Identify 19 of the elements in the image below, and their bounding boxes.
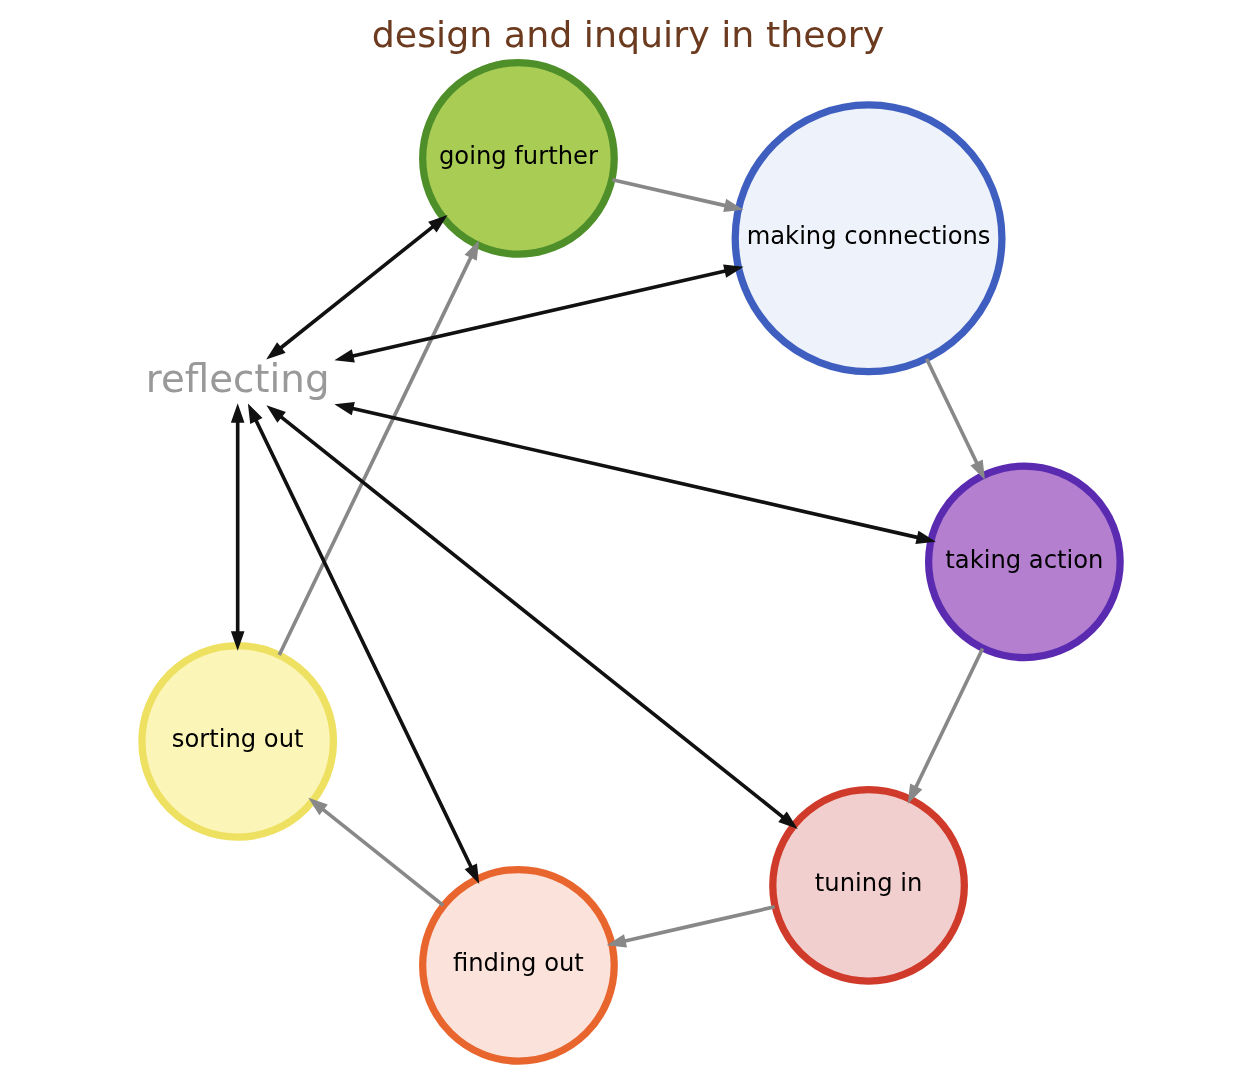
arrow (924, 358, 985, 481)
node-circle: tuning in (768, 786, 968, 985)
node-circle: going further (418, 59, 618, 258)
node-circle: making connections (731, 101, 1006, 376)
arrow (230, 403, 244, 651)
arrow (611, 178, 744, 213)
arrow (265, 405, 798, 829)
arrow (333, 402, 936, 544)
arrow (606, 905, 775, 948)
diagram-title: design and inquiry in theory (371, 12, 884, 56)
node-text: reflecting (145, 356, 330, 402)
arrow (277, 240, 479, 656)
arrow (907, 647, 984, 804)
arrow (307, 797, 444, 907)
node-circle: taking action (924, 462, 1124, 662)
node-circle: sorting out (137, 642, 337, 841)
arrow (333, 264, 744, 363)
arrow (265, 214, 448, 360)
arrow (247, 403, 479, 884)
